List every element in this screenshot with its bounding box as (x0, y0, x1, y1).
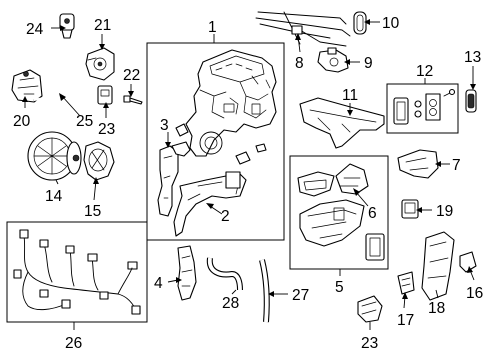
heater-unit-part (185, 49, 277, 157)
hose-part-28 (206, 257, 243, 291)
blower-motor-part (27, 131, 82, 181)
floor-duct-part (177, 245, 197, 301)
callout-23-top: 23 (98, 121, 115, 138)
clip-part (401, 199, 419, 219)
callout-25: 25 (76, 113, 93, 130)
callout-4: 4 (154, 275, 163, 292)
callout-21: 21 (94, 17, 111, 34)
actuator-part (85, 47, 115, 81)
sensor-part (59, 13, 75, 39)
small-bracket-part (397, 271, 415, 295)
callout-5: 5 (335, 279, 344, 296)
callout-13: 13 (464, 49, 481, 66)
wire-harness-part (13, 229, 141, 315)
clip-part-16 (459, 251, 477, 273)
callout-23-bottom: 23 (361, 335, 378, 352)
valve-part (317, 47, 349, 73)
callout-19: 19 (436, 203, 453, 220)
pipe-assembly-part (255, 11, 351, 47)
callout-18: 18 (428, 300, 445, 317)
duct-rail-part (299, 97, 385, 149)
callout-27: 27 (292, 287, 309, 304)
seal-part (465, 89, 477, 113)
callout-10: 10 (382, 15, 400, 32)
drain-tube-part (33, 37, 66, 102)
callout-16: 16 (466, 285, 483, 302)
callout-15: 15 (84, 203, 101, 220)
callout-1: 1 (208, 19, 217, 36)
expansion-valve-group-frame (386, 83, 459, 134)
callout-8: 8 (295, 55, 304, 72)
callout-6: 6 (368, 205, 377, 222)
callout-26: 26 (65, 335, 82, 352)
duct-group-frame (289, 155, 389, 270)
callout-28: 28 (222, 295, 239, 312)
callout-2: 2 (221, 208, 230, 225)
seal-piece-b (235, 151, 251, 165)
duct-left-part (157, 141, 191, 217)
bracket-part (11, 69, 43, 103)
callout-12: 12 (416, 63, 433, 80)
callout-24: 24 (26, 21, 44, 38)
callout-9: 9 (364, 55, 373, 72)
connector-part-bottom (357, 295, 383, 323)
duct-bottom-part (173, 171, 247, 237)
blower-bracket-part (83, 141, 115, 181)
callout-7: 7 (452, 157, 461, 174)
callout-22: 22 (123, 67, 140, 84)
leader-lines (22, 19, 476, 330)
expansion-valve-part (393, 88, 456, 125)
mounting-bracket-part (397, 149, 439, 179)
callout-20: 20 (13, 113, 31, 130)
duct-upper-part (297, 163, 369, 197)
seal-piece-c (255, 143, 267, 153)
hose-part-27 (259, 259, 270, 323)
duct-lower-part (299, 199, 385, 261)
connector-part-top (97, 85, 113, 105)
callout-11: 11 (342, 87, 358, 104)
main-unit-group-frame (146, 42, 285, 241)
wire-harness-group-frame (6, 221, 148, 323)
screw-part (123, 95, 143, 105)
callout-14: 14 (45, 188, 63, 205)
side-duct-part (421, 231, 455, 301)
seal-piece-a (175, 123, 189, 137)
callout-17: 17 (397, 312, 414, 329)
callout-3: 3 (160, 117, 169, 134)
